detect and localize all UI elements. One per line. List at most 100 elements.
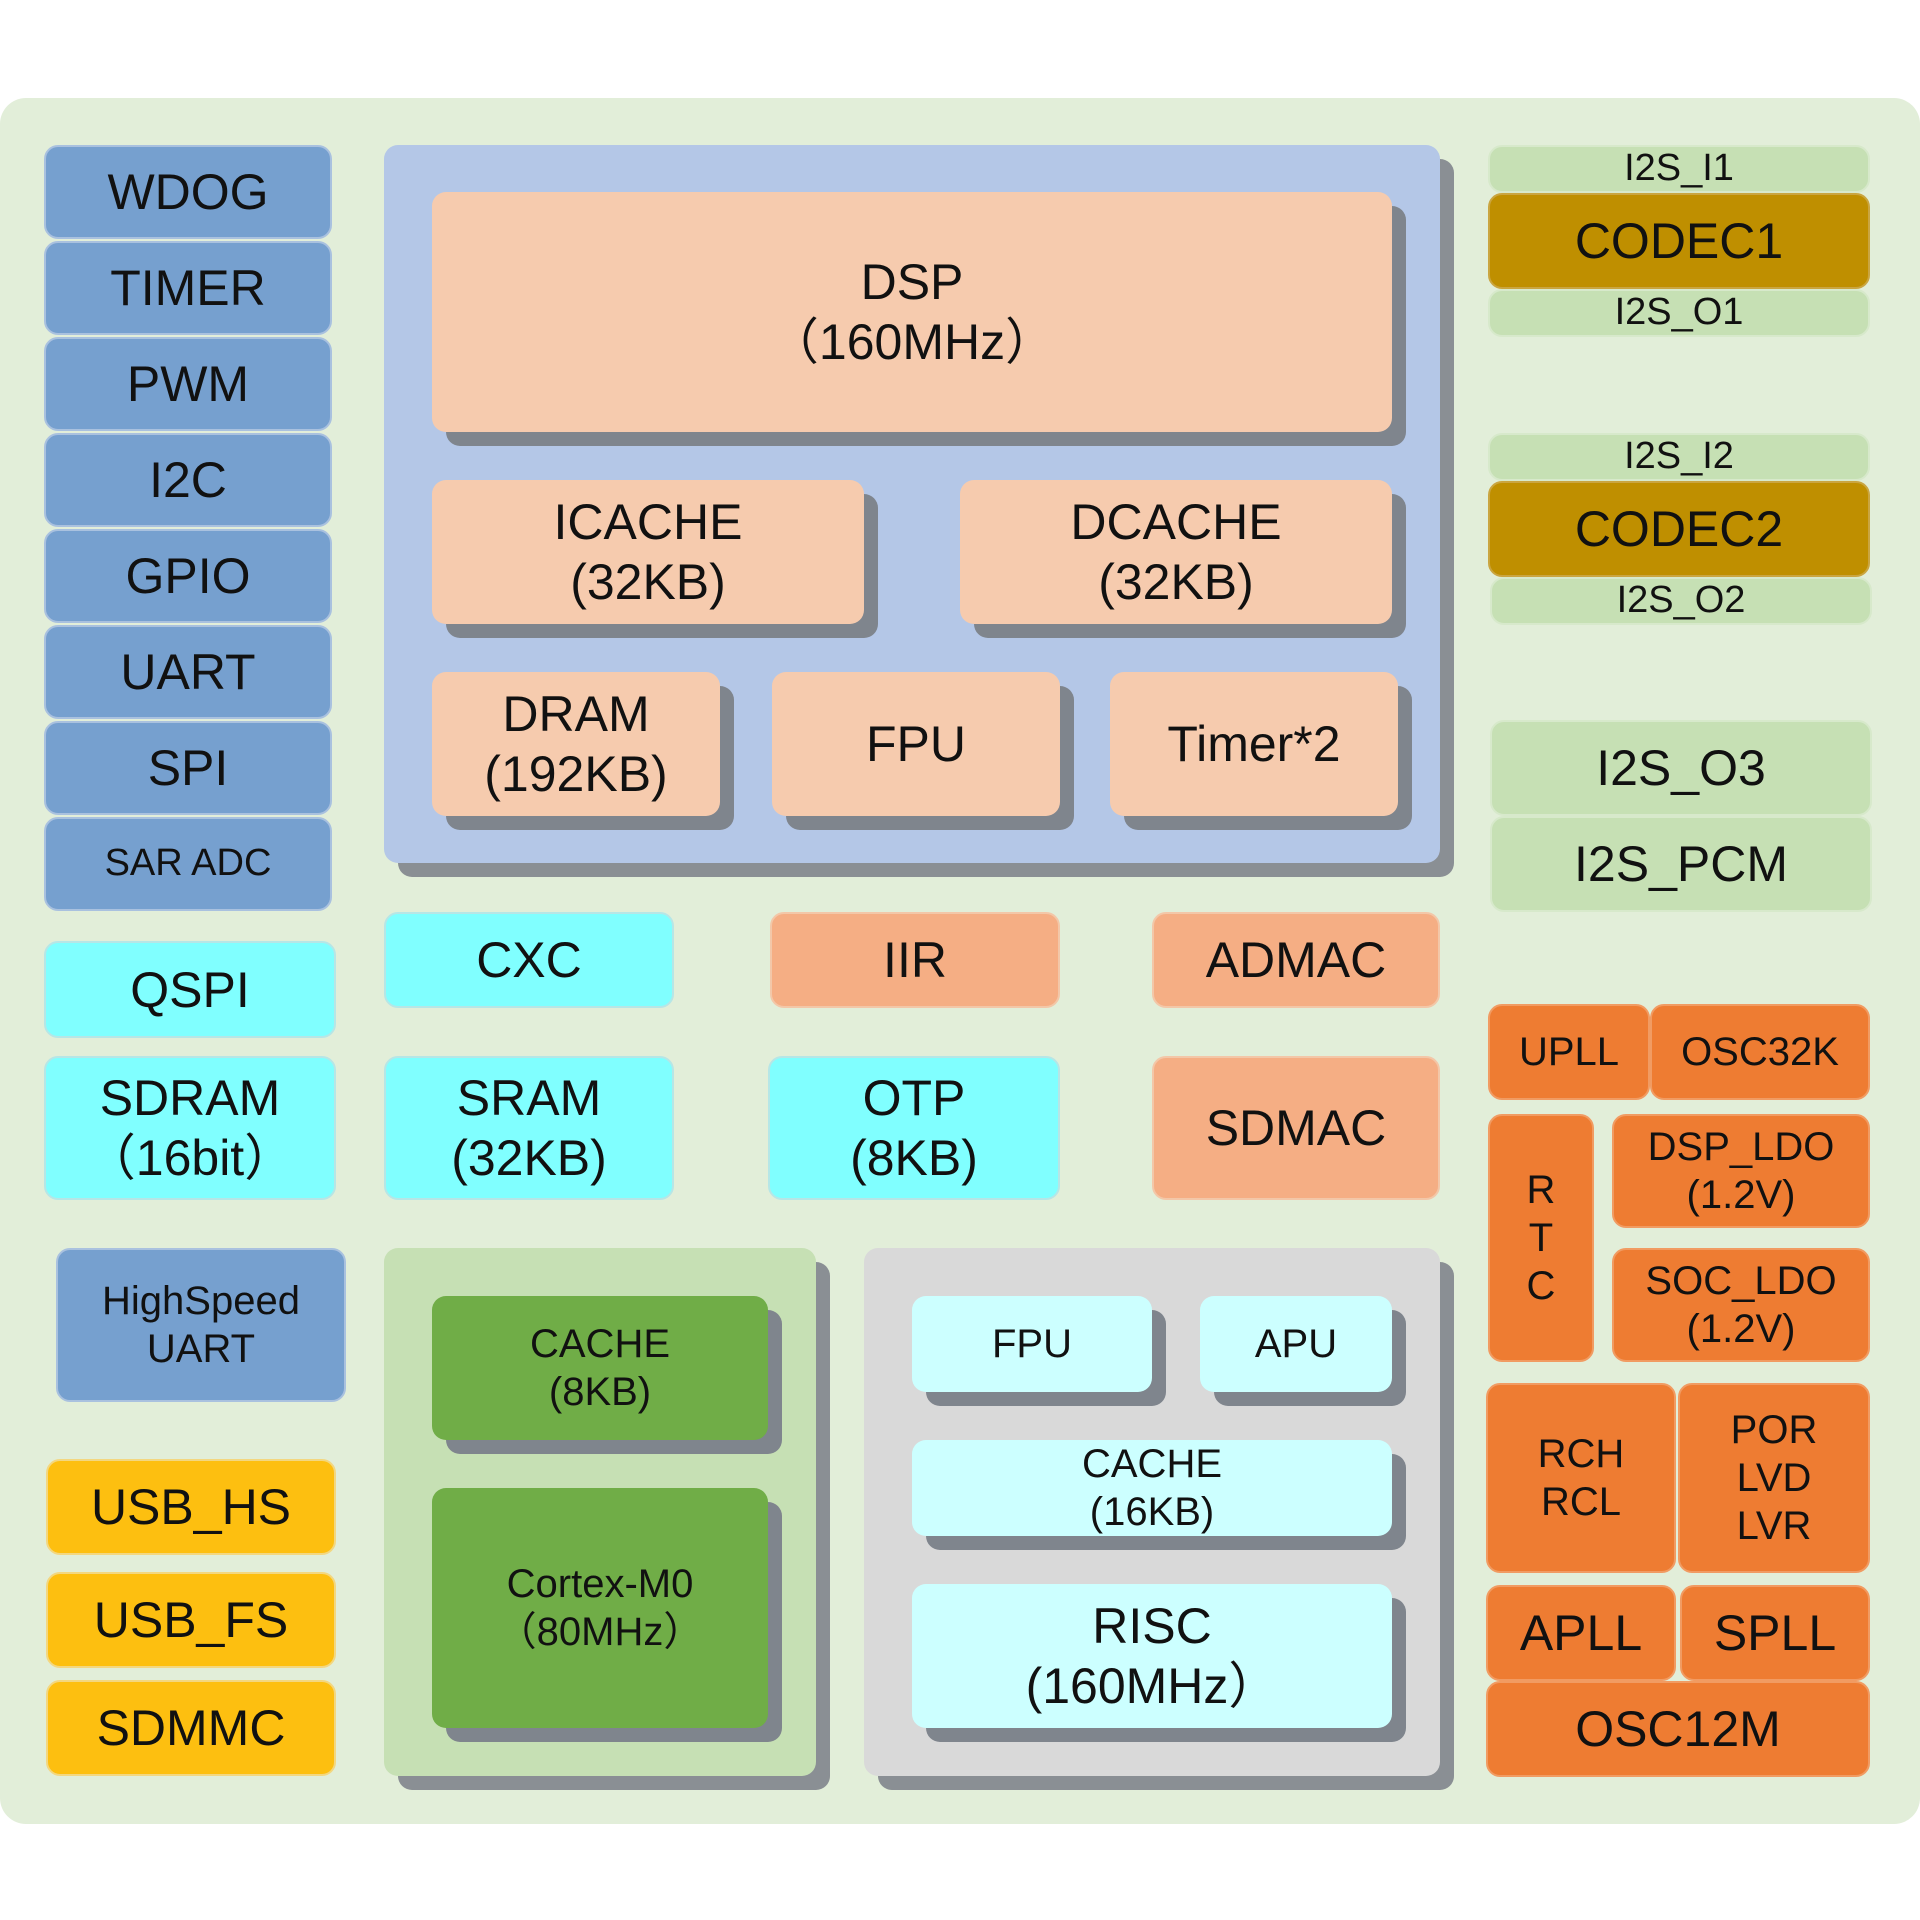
icache-size: (32KB) bbox=[570, 554, 726, 610]
rcl-label: RCL bbox=[1540, 1480, 1622, 1524]
usb-hs-block: USB_HS bbox=[46, 1459, 336, 1555]
upll-block: UPLL bbox=[1488, 1004, 1650, 1100]
i2s-o2-label: I2S_O2 bbox=[1616, 579, 1746, 622]
dsp-label: DSP bbox=[860, 254, 964, 310]
sdmac-block: SDMAC bbox=[1152, 1056, 1440, 1200]
apll-label: APLL bbox=[1519, 1605, 1643, 1661]
m0-cache-label: CACHE bbox=[529, 1322, 671, 1366]
dsp-frequency: （160MHz） bbox=[768, 314, 1056, 370]
codec2-block: CODEC2 bbox=[1488, 481, 1870, 577]
i2s-pcm-label: I2S_PCM bbox=[1574, 836, 1788, 892]
sdram-label: SDRAM bbox=[99, 1070, 281, 1126]
timer2-block: Timer*2 bbox=[1110, 672, 1398, 816]
sdmmc-block: SDMMC bbox=[46, 1680, 336, 1776]
highspeed-uart-label-1: HighSpeed bbox=[102, 1279, 300, 1323]
qspi-block: QSPI bbox=[44, 941, 336, 1038]
spll-block: SPLL bbox=[1680, 1585, 1870, 1681]
uart-block: UART bbox=[44, 625, 332, 719]
sar-adc-block: SAR ADC bbox=[44, 817, 332, 911]
icache-block: ICACHE (32KB) bbox=[432, 480, 864, 624]
wdog-label: WDOG bbox=[107, 164, 269, 220]
dcache-label: DCACHE bbox=[1070, 494, 1282, 550]
risc-block: RISC (160MHz） bbox=[912, 1584, 1392, 1728]
uart-label: UART bbox=[120, 644, 256, 700]
m0-cache-size: (8KB) bbox=[548, 1370, 652, 1414]
cxc-label: CXC bbox=[476, 932, 582, 988]
timer-label: TIMER bbox=[110, 260, 266, 316]
apu-block: APU bbox=[1200, 1296, 1392, 1392]
soc-ldo-label: SOC_LDO bbox=[1645, 1259, 1837, 1303]
osc12m-label: OSC12M bbox=[1575, 1701, 1781, 1757]
por-label: POR bbox=[1730, 1408, 1818, 1452]
wdog-block: WDOG bbox=[44, 145, 332, 239]
i2s-o3-label: I2S_O3 bbox=[1596, 740, 1766, 796]
highspeed-uart-block: HighSpeed UART bbox=[56, 1248, 346, 1402]
i2s-o3-block: I2S_O3 bbox=[1490, 720, 1872, 816]
codec1-block: CODEC1 bbox=[1488, 193, 1870, 289]
risc-cache-block: CACHE (16KB) bbox=[912, 1440, 1392, 1536]
risc-frequency: (160MHz） bbox=[1025, 1658, 1279, 1714]
rtc-block: R T C bbox=[1488, 1114, 1594, 1362]
sdmmc-label: SDMMC bbox=[96, 1700, 286, 1756]
usb-fs-block: USB_FS bbox=[46, 1572, 336, 1668]
spi-block: SPI bbox=[44, 721, 332, 815]
apu-label: APU bbox=[1254, 1322, 1338, 1366]
sar-adc-label: SAR ADC bbox=[104, 842, 272, 885]
dcache-size: (32KB) bbox=[1098, 554, 1254, 610]
rtc-letter-c: C bbox=[1526, 1264, 1556, 1308]
dsp-block: DSP （160MHz） bbox=[432, 192, 1392, 432]
apll-block: APLL bbox=[1486, 1585, 1676, 1681]
dram-label: DRAM bbox=[502, 686, 650, 742]
i2c-label: I2C bbox=[149, 452, 227, 508]
timer-block: TIMER bbox=[44, 241, 332, 335]
cxc-block: CXC bbox=[384, 912, 674, 1008]
cortex-m0-frequency: （80MHz） bbox=[496, 1610, 704, 1654]
i2s-i1-label: I2S_I1 bbox=[1624, 147, 1734, 190]
osc12m-block: OSC12M bbox=[1486, 1681, 1870, 1777]
m0-cache-block: CACHE (8KB) bbox=[432, 1296, 768, 1440]
soc-ldo-voltage: (1.2V) bbox=[1686, 1307, 1796, 1351]
sdram-width: （16bit） bbox=[85, 1130, 295, 1186]
dcache-block: DCACHE (32KB) bbox=[960, 480, 1392, 624]
risc-cache-size: (16KB) bbox=[1089, 1490, 1215, 1534]
dram-size: (192KB) bbox=[484, 746, 668, 802]
otp-size: (8KB) bbox=[850, 1130, 978, 1186]
sram-block: SRAM (32KB) bbox=[384, 1056, 674, 1200]
dsp-fpu-block: FPU bbox=[772, 672, 1060, 816]
i2s-i1-block: I2S_I1 bbox=[1488, 145, 1870, 193]
spi-label: SPI bbox=[147, 740, 229, 796]
dsp-fpu-label: FPU bbox=[866, 716, 966, 772]
rch-label: RCH bbox=[1537, 1432, 1625, 1476]
admac-block: ADMAC bbox=[1152, 912, 1440, 1008]
icache-label: ICACHE bbox=[553, 494, 743, 550]
rch-rcl-block: RCH RCL bbox=[1486, 1383, 1676, 1573]
risc-fpu-label: FPU bbox=[992, 1322, 1072, 1366]
sram-size: (32KB) bbox=[451, 1130, 607, 1186]
risc-cache-label: CACHE bbox=[1081, 1442, 1223, 1486]
cortex-m0-label: Cortex-M0 bbox=[506, 1562, 694, 1606]
i2s-i2-block: I2S_I2 bbox=[1488, 433, 1870, 481]
i2s-o1-label: I2S_O1 bbox=[1614, 291, 1744, 334]
codec2-label: CODEC2 bbox=[1574, 501, 1784, 557]
iir-block: IIR bbox=[770, 912, 1060, 1008]
i2s-o2-block: I2S_O2 bbox=[1490, 577, 1872, 625]
osc32k-block: OSC32K bbox=[1650, 1004, 1870, 1100]
risc-label: RISC bbox=[1092, 1598, 1212, 1654]
dsp-ldo-voltage: (1.2V) bbox=[1686, 1173, 1796, 1217]
cortex-m0-block: Cortex-M0 （80MHz） bbox=[432, 1488, 768, 1728]
dsp-ldo-label: DSP_LDO bbox=[1647, 1125, 1835, 1169]
lvd-label: LVD bbox=[1736, 1456, 1812, 1500]
dsp-ldo-block: DSP_LDO (1.2V) bbox=[1612, 1114, 1870, 1228]
otp-label: OTP bbox=[862, 1070, 966, 1126]
gpio-block: GPIO bbox=[44, 529, 332, 623]
i2s-pcm-block: I2S_PCM bbox=[1490, 816, 1872, 912]
timer2-label: Timer*2 bbox=[1167, 716, 1341, 772]
usb-hs-label: USB_HS bbox=[90, 1479, 292, 1535]
pwm-block: PWM bbox=[44, 337, 332, 431]
admac-label: ADMAC bbox=[1205, 932, 1387, 988]
i2s-i2-label: I2S_I2 bbox=[1624, 435, 1734, 478]
sdram-block: SDRAM （16bit） bbox=[44, 1056, 336, 1200]
risc-fpu-block: FPU bbox=[912, 1296, 1152, 1392]
gpio-label: GPIO bbox=[125, 548, 251, 604]
rtc-letter-t: T bbox=[1528, 1216, 1554, 1260]
